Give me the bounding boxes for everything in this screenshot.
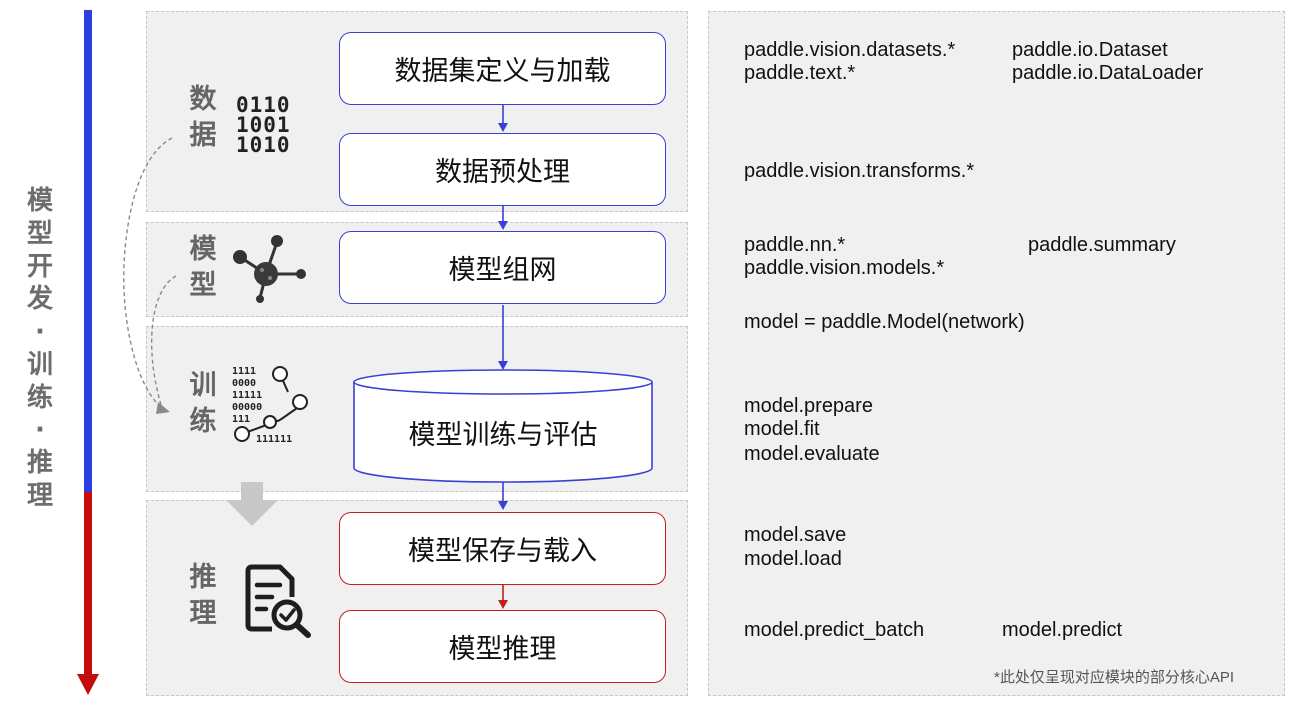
step-preprocess: 数据预处理	[339, 133, 666, 206]
step-train-eval: 模型训练与评估	[408, 419, 598, 451]
training-network-icon: 1111 0000 11111 00000 111 111111	[232, 366, 308, 445]
api-vision-models: paddle.vision.models.*	[744, 257, 945, 279]
api-datasets-text: paddle.text.*	[744, 62, 856, 84]
network-nodes-icon	[233, 235, 306, 303]
footnote: *此处仅呈现对应模块的部分核心API	[994, 669, 1235, 686]
stage-label-inference: 推 理	[189, 562, 217, 630]
api-io-dataset: paddle.io.Dataset	[1012, 39, 1168, 61]
svg-text:111: 111	[232, 414, 250, 425]
api-panel	[708, 11, 1285, 696]
axis-title: 模 型 开 发 · 训 练 · 推 理	[26, 186, 53, 511]
api-model-init: model = paddle.Model(network)	[744, 311, 1025, 333]
api-fit: model.fit	[744, 418, 820, 440]
svg-text:111111: 111111	[256, 434, 292, 445]
api-load: model.load	[744, 548, 842, 570]
step-predict: 模型推理	[339, 610, 666, 683]
api-transforms: paddle.vision.transforms.*	[744, 160, 975, 182]
document-search-icon	[245, 564, 311, 638]
step-save-load: 模型保存与载入	[339, 512, 666, 585]
api-prepare: model.prepare	[744, 395, 873, 417]
svg-text:0000: 0000	[232, 378, 256, 389]
binary-data-icon: 0110 1001 1010	[236, 93, 291, 157]
step-build-model: 模型组网	[339, 231, 666, 304]
api-save: model.save	[744, 524, 847, 546]
svg-text:1111: 1111	[232, 366, 256, 377]
api-nn: paddle.nn.*	[744, 234, 846, 256]
inference-axis-bar	[84, 492, 92, 676]
svg-text:00000: 00000	[232, 402, 262, 413]
api-io-dataloader: paddle.io.DataLoader	[1012, 62, 1204, 84]
api-datasets-vision: paddle.vision.datasets.*	[744, 39, 956, 61]
stage-label-data: 数 据	[189, 84, 217, 152]
api-summary: paddle.summary	[1028, 234, 1176, 256]
stage-transition-arrow	[226, 482, 278, 526]
api-predict: model.predict	[1002, 619, 1123, 641]
flow-arrow-red	[498, 584, 508, 609]
stage-label-model: 模 型	[189, 234, 217, 302]
axis-arrow-head	[77, 674, 99, 695]
api-predict-batch: model.predict_batch	[744, 619, 925, 641]
step-load-data: 数据集定义与加载	[339, 32, 666, 105]
api-evaluate: model.evaluate	[744, 443, 880, 465]
stage-label-train: 训 练	[189, 370, 217, 438]
dashed-connectors	[123, 137, 177, 414]
step-train-eval-cylinder	[353, 369, 653, 483]
development-axis-bar	[84, 10, 92, 492]
svg-text:11111: 11111	[232, 390, 262, 401]
